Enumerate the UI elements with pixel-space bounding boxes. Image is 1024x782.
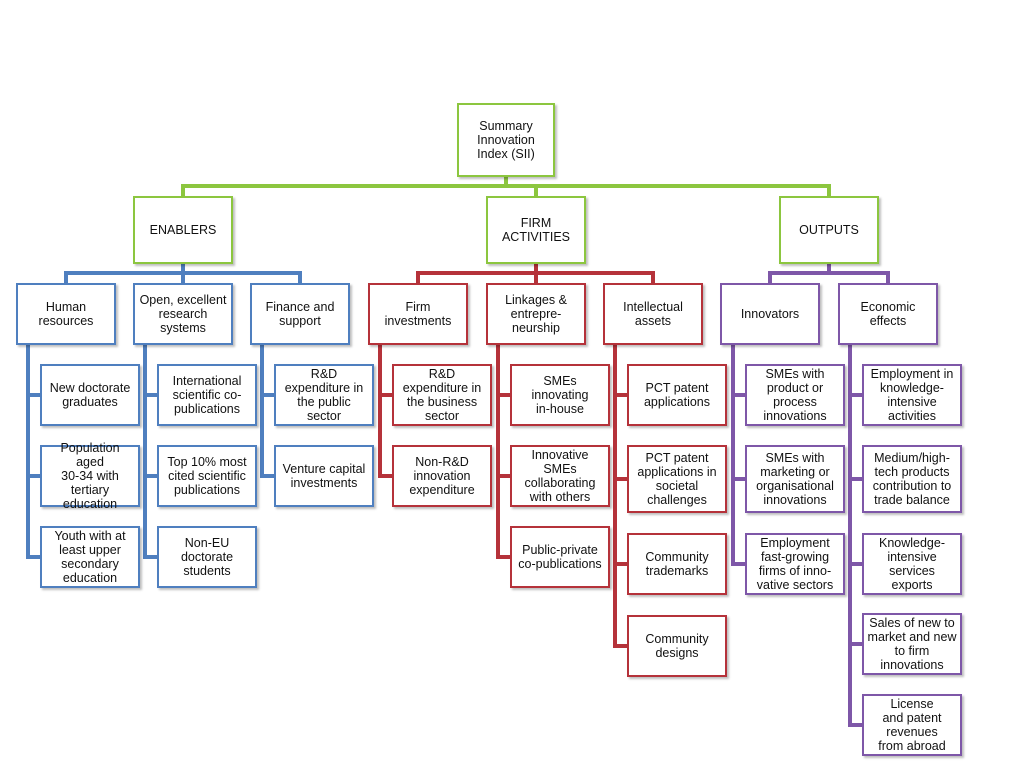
group-finance-support: Finance and support bbox=[250, 283, 350, 345]
indicator-new-doctorate-graduates: New doctorate graduates bbox=[40, 364, 140, 426]
indicator-public-rd-expenditure: R&D expenditure in the public sector bbox=[274, 364, 374, 426]
indicator-non-rd-innovation-expenditure: Non-R&D innovation expenditure bbox=[392, 445, 492, 507]
indicator-non-eu-doctorate-students: Non-EU doctorate students bbox=[157, 526, 257, 588]
indicator-knowledge-intensive-employment: Employment in knowledge- intensive activ… bbox=[862, 364, 962, 426]
indicator-medium-high-tech-trade: Medium/high- tech products contribution … bbox=[862, 445, 962, 513]
indicator-community-designs: Community designs bbox=[627, 615, 727, 677]
indicator-smes-innovating-in-house: SMEs innovating in-house bbox=[510, 364, 610, 426]
indicator-smes-product-process: SMEs with product or process innovations bbox=[745, 364, 845, 426]
group-economic-effects: Economic effects bbox=[838, 283, 938, 345]
group-linkages-entrepreneurship: Linkages & entrepre- neurship bbox=[486, 283, 586, 345]
indicator-knowledge-intensive-exports: Knowledge- intensive services exports bbox=[862, 533, 962, 595]
group-open-research-systems: Open, excellent research systems bbox=[133, 283, 233, 345]
indicator-pct-societal-challenges: PCT patent applications in societal chal… bbox=[627, 445, 727, 513]
indicator-sales-new-innovations: Sales of new to market and new to firm i… bbox=[862, 613, 962, 675]
category-firm-activities: FIRM ACTIVITIES bbox=[486, 196, 586, 264]
indicator-employment-fast-growing: Employment fast-growing firms of inno- v… bbox=[745, 533, 845, 595]
indicator-pct-patent-applications: PCT patent applications bbox=[627, 364, 727, 426]
category-outputs: OUTPUTS bbox=[779, 196, 879, 264]
group-human-resources: Human resources bbox=[16, 283, 116, 345]
indicator-business-rd-expenditure: R&D expenditure in the business sector bbox=[392, 364, 492, 426]
indicator-license-patent-revenues: License and patent revenues from abroad bbox=[862, 694, 962, 756]
root-node: Summary Innovation Index (SII) bbox=[457, 103, 555, 177]
group-intellectual-assets: Intellectual assets bbox=[603, 283, 703, 345]
indicator-community-trademarks: Community trademarks bbox=[627, 533, 727, 595]
indicator-top-cited-publications: Top 10% most cited scientific publicatio… bbox=[157, 445, 257, 507]
group-innovators: Innovators bbox=[720, 283, 820, 345]
group-firm-investments: Firm investments bbox=[368, 283, 468, 345]
indicator-smes-marketing-organisational: SMEs with marketing or organisational in… bbox=[745, 445, 845, 513]
indicator-international-co-publications: International scientific co- publication… bbox=[157, 364, 257, 426]
category-enablers: ENABLERS bbox=[133, 196, 233, 264]
indicator-venture-capital: Venture capital investments bbox=[274, 445, 374, 507]
indicator-youth-secondary-education: Youth with at least upper secondary educ… bbox=[40, 526, 140, 588]
indicator-population-tertiary-education: Population aged 30-34 with tertiary educ… bbox=[40, 441, 140, 511]
indicator-public-private-co-publications: Public-private co-publications bbox=[510, 526, 610, 588]
indicator-smes-collaborating: Innovative SMEs collaborating with other… bbox=[510, 445, 610, 507]
